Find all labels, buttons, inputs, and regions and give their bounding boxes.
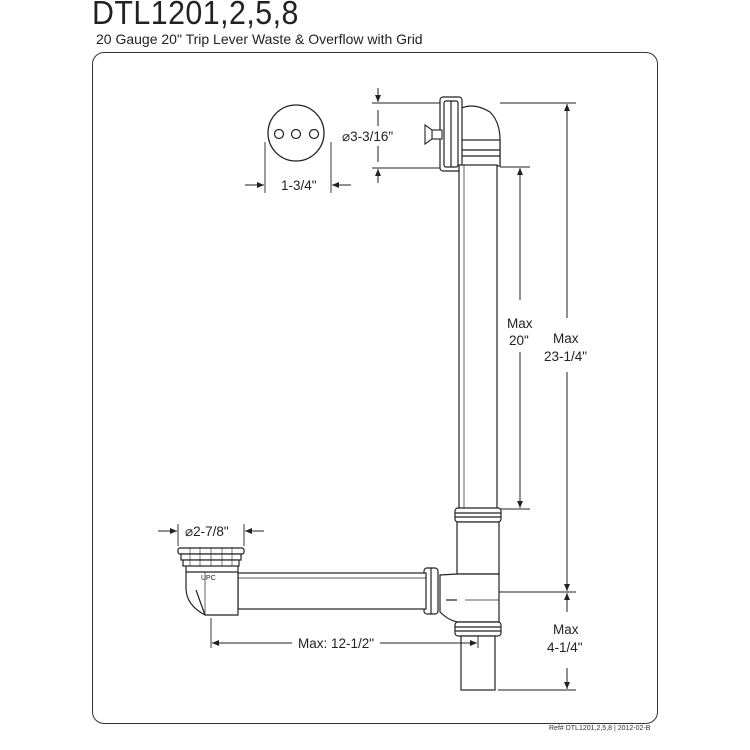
trip-lever-icon xyxy=(424,123,443,146)
overflow-tube-max-value: 20" xyxy=(509,333,529,348)
overflow-tube-max-label: Max xyxy=(507,316,533,331)
overall-height-max-value: 23-1/4" xyxy=(544,349,587,364)
overall-height-dim xyxy=(499,102,576,593)
horizontal-run-dim xyxy=(210,618,479,648)
faceplate-diameter-dim xyxy=(372,88,440,183)
horizontal-run-label: Max: 12-1/2" xyxy=(298,636,374,651)
reference-number: Ref# DTL1201,2,5,8 | 2012-02-B xyxy=(549,725,651,732)
tailpiece xyxy=(454,621,502,691)
tailpiece-max-value: 4-1/4" xyxy=(547,640,583,655)
tailpiece-max-label: Max xyxy=(553,622,579,637)
overflow-tube-dim xyxy=(500,166,530,510)
page-title: DTL1201,2,5,8 xyxy=(92,0,299,31)
tube-coupling-nut xyxy=(454,507,502,523)
drain-strainer-grid xyxy=(177,547,245,567)
horizontal-waste-pipe xyxy=(237,572,427,610)
drain-shoe xyxy=(185,564,239,616)
hole-spacing-label: 1-3/4" xyxy=(281,178,317,193)
screw-hole-right xyxy=(308,128,320,140)
tailpiece-dim xyxy=(498,593,576,691)
upc-mark: UPC xyxy=(201,575,216,582)
faceplate-diameter-label: ⌀3-3/16" xyxy=(342,129,393,144)
drain-diameter-dim xyxy=(158,524,264,546)
drain-diameter-label: ⌀2-7/8" xyxy=(185,524,229,539)
overflow-elbow xyxy=(439,96,501,172)
center-hole xyxy=(290,128,302,140)
overflow-tube xyxy=(458,164,498,511)
drawing-frame xyxy=(92,52,658,724)
faceplate-front-view xyxy=(245,104,351,193)
overall-height-max-label: Max xyxy=(553,331,579,346)
page-subtitle: 20 Gauge 20" Trip Lever Waste & Overflow… xyxy=(96,31,423,47)
screw-hole-left xyxy=(273,128,285,140)
drain-tee xyxy=(423,521,500,623)
